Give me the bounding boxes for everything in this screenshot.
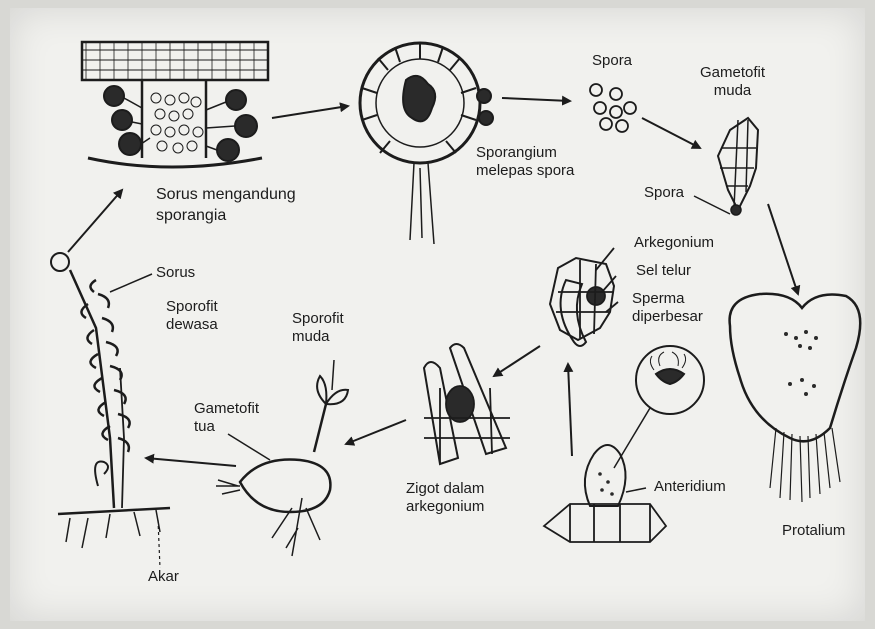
label-sorus: Sorus (156, 264, 195, 282)
label-spora-top: Spora (592, 52, 632, 70)
label-sporangium-line2: melepas spora (476, 162, 574, 180)
label-arkegonium: Arkegonium (634, 234, 714, 252)
arrow-zygote-to-young-sporophyte (346, 420, 406, 444)
label-gametofit-tua: Gametofit tua (194, 400, 259, 436)
label-zigot: Zigot dalam arkegonium (406, 480, 484, 516)
arrow-adult-to-sorus (68, 190, 122, 252)
label-sorus-sporangia: Sorus mengandung sporangia (156, 184, 296, 226)
young-gametophyte-drawing (694, 118, 758, 215)
label-sporofit-dewasa-line2: dewasa (166, 316, 218, 334)
label-sporangium-line1: Sporangium (476, 144, 574, 162)
label-gametofit-muda-line2: muda (700, 82, 765, 100)
label-sporofit-muda-line2: muda (292, 328, 344, 346)
sporangium-drawing (360, 43, 493, 244)
label-sperma: Sperma diperbesar (632, 290, 703, 326)
label-sorus-sporangia-line2: sporangia (156, 205, 296, 226)
label-gametofit-tua-line1: Gametofit (194, 400, 259, 418)
arrow-spora-to-gametofit (642, 118, 700, 148)
spores-drawing (590, 84, 636, 132)
sorus-cross-section-drawing (82, 42, 268, 167)
adult-sporophyte-drawing (51, 253, 170, 568)
label-sporofit-muda: Sporofit muda (292, 310, 344, 346)
diagram-page: Sorus mengandung sporangia Sporangium me… (10, 8, 865, 621)
protalium-drawing (730, 294, 861, 502)
label-sorus-sporangia-line1: Sorus mengandung (156, 184, 296, 205)
arrow-young-sporophyte-to-adult (146, 458, 236, 466)
arrow-gametofit-to-protalium (768, 204, 798, 294)
antheridium-drawing (544, 445, 666, 542)
label-gametofit-muda: Gametofit muda (700, 64, 765, 100)
label-protalium: Protalium (782, 522, 845, 540)
arrow-sporangium-to-spora (502, 98, 570, 101)
arrow-archegonium-to-zygote (494, 346, 540, 376)
sperm-magnified-drawing (614, 346, 704, 468)
label-anteridium: Anteridium (654, 478, 726, 496)
label-spora-side: Spora (644, 184, 684, 202)
zygote-drawing (424, 344, 510, 464)
arrow-antheridium-to-archegonium (568, 364, 572, 456)
label-gametofit-muda-line1: Gametofit (700, 64, 765, 82)
label-sporofit-dewasa: Sporofit dewasa (166, 298, 218, 334)
label-sporofit-muda-line1: Sporofit (292, 310, 344, 328)
label-zigot-line1: Zigot dalam (406, 480, 484, 498)
label-gametofit-tua-line2: tua (194, 418, 259, 436)
label-sel-telur: Sel telur (636, 262, 691, 280)
old-gametophyte-drawing (216, 360, 348, 556)
label-zigot-line2: arkegonium (406, 498, 484, 516)
label-sperma-line2: diperbesar (632, 308, 703, 326)
label-sperma-line1: Sperma (632, 290, 703, 308)
label-akar: Akar (148, 568, 179, 586)
label-sporofit-dewasa-line1: Sporofit (166, 298, 218, 316)
archegonium-drawing (550, 248, 618, 346)
label-sporangium: Sporangium melepas spora (476, 144, 574, 180)
arrow-sorus-to-sporangium (272, 106, 348, 118)
